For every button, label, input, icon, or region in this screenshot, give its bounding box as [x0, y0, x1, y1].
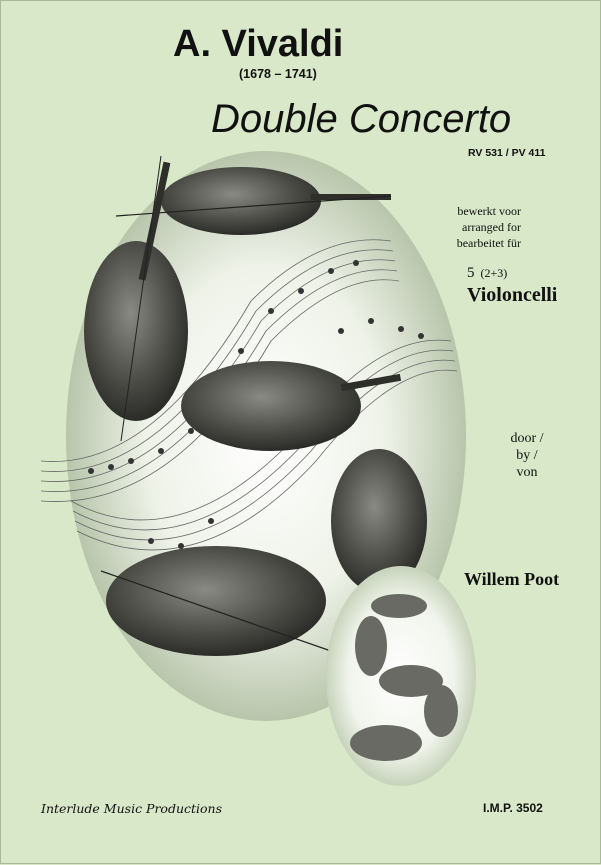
- cello-left: [84, 155, 188, 442]
- small-oval-cellos: [350, 594, 458, 761]
- edition-number: I.M.P. 3502: [483, 801, 543, 815]
- scoring-count: 5: [467, 265, 475, 281]
- cello-center: [181, 361, 402, 451]
- scoring-split: (2+3): [480, 266, 508, 280]
- cello-bottom: [100, 546, 332, 656]
- arranged-for-english: arranged for: [462, 220, 521, 234]
- by-dutch: door /: [510, 431, 544, 446]
- scoring: 5 (2+3): [467, 265, 507, 282]
- arranged-for-dutch: bewerkt voor: [457, 204, 521, 218]
- catalog-number: RV 531 / PV 411: [468, 147, 546, 159]
- by-english: by /: [516, 448, 538, 463]
- cello-top: [115, 167, 392, 235]
- composer-name: A. Vivaldi: [173, 23, 344, 65]
- arranged-for-german: bearbeitet für: [456, 236, 521, 250]
- by-german: von: [516, 465, 538, 480]
- instrument-name: Violoncelli: [467, 284, 558, 306]
- arranger-name: Willem Poot: [464, 569, 560, 589]
- work-title: Double Concerto: [211, 97, 512, 141]
- composer-dates: (1678 – 1741): [239, 67, 317, 81]
- cello-right: [331, 449, 427, 593]
- music-notes: [88, 260, 424, 549]
- publisher-name: Interlude Music Productions: [41, 801, 223, 816]
